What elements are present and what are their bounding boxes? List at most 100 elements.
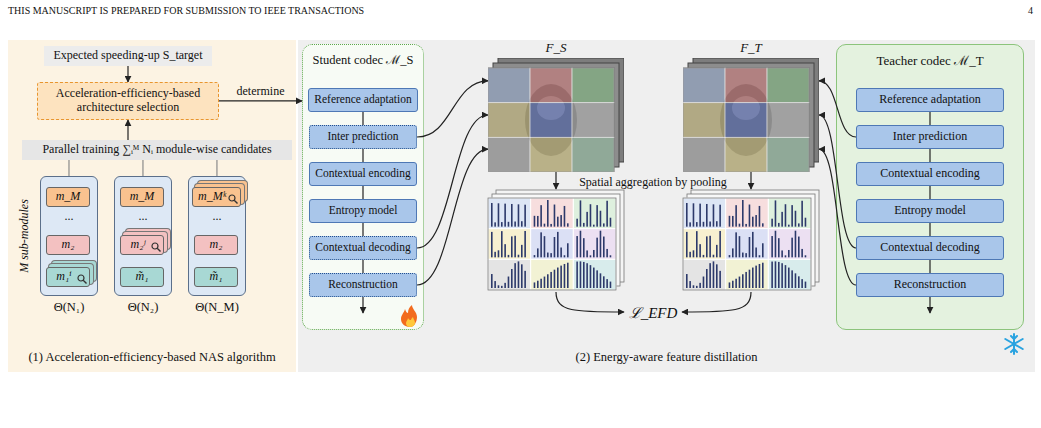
magnifier-icon: [228, 194, 238, 204]
hist-bar: [703, 255, 705, 257]
hist-bar: [713, 261, 715, 288]
hist-bar: [805, 218, 807, 227]
hist-bar: [564, 255, 566, 257]
hist-bar: [752, 268, 754, 288]
hist-bar: [504, 283, 506, 288]
hist-bar: [801, 201, 803, 227]
hist-bar: [491, 203, 493, 227]
hist-cell: [726, 198, 769, 229]
magnifier-lens: [78, 275, 84, 281]
hist-bar: [696, 286, 698, 288]
hist-cell: [488, 229, 531, 260]
node-text: (2) Energy-aware feature distillation: [576, 350, 758, 365]
hist-bar: [755, 247, 757, 257]
hist-bar: [547, 200, 549, 227]
loss-arrow: [682, 292, 751, 312]
hist-bar: [732, 248, 734, 257]
flame-outer: [401, 305, 417, 327]
node-text: (1) Acceleration-efficiency-based NAS al…: [28, 350, 275, 365]
node-text: m_M: [56, 190, 81, 204]
text-label: Spatial aggregation by pooling: [577, 175, 729, 189]
connector: [68, 160, 69, 176]
hist-bar: [606, 279, 608, 288]
connector: [819, 81, 856, 137]
label-box: THIS MANUSCRIPT IS PREPARED FOR SUBMISSI…: [8, 5, 364, 16]
hist-bar: [795, 211, 797, 227]
hist-bar: [713, 255, 715, 258]
hist-bar: [739, 236, 741, 257]
label-box: Spatial aggregation by pooling: [577, 175, 729, 190]
hist-bar: [564, 264, 566, 288]
module-box: Reference adaptation: [856, 88, 1004, 112]
histogram-group: [488, 190, 819, 290]
hist-bar: [603, 223, 605, 226]
hist-bar: [703, 277, 705, 288]
hist-bar: [547, 274, 549, 288]
hist-bar: [709, 222, 711, 227]
connector: [929, 112, 930, 125]
module-box: Reference adaptation: [308, 88, 418, 112]
hist-bar: [586, 263, 588, 288]
hist-bar: [781, 212, 783, 227]
hist-cell: [726, 229, 769, 260]
node-text: Teacher codec ℳ_T: [876, 51, 983, 69]
hist-bar: [735, 279, 737, 288]
node-text: Parallel training ∑ᵢᴹ Nᵢ module-wise can…: [42, 143, 271, 157]
hist-bar: [580, 261, 582, 288]
map-cell: [767, 68, 809, 103]
connector: [819, 149, 856, 285]
hist-bar: [504, 204, 506, 227]
hist-bar: [771, 262, 773, 288]
hist-bar: [729, 282, 731, 288]
magnifier-handle: [234, 200, 237, 203]
node-text: m₂ʲ: [131, 238, 146, 252]
hist-bar: [511, 236, 513, 257]
module-box: m₁ⁱ: [46, 267, 90, 287]
hist-bar: [778, 223, 780, 227]
node-text: Θ(N_M): [195, 300, 239, 315]
hist-bar: [699, 244, 701, 257]
hist-bar: [699, 283, 701, 288]
hist-bar: [716, 245, 718, 257]
hist-bar: [749, 270, 751, 288]
hist-bar: [686, 274, 688, 288]
node-text: m₂: [210, 238, 223, 252]
label-box: 4: [1028, 5, 1033, 16]
hist-bar: [521, 221, 523, 226]
node-text: F_S: [546, 40, 567, 56]
hist-bar: [791, 205, 793, 227]
hist-bar: [606, 249, 608, 257]
module-box: Inter prediction: [309, 125, 417, 149]
module-box: Reconstruction: [856, 273, 1004, 297]
hist-bar: [494, 281, 496, 288]
hist-bar: [716, 221, 718, 226]
map-cell: [683, 103, 725, 138]
hist-bar: [508, 222, 510, 227]
hist-bar: [798, 276, 800, 288]
hist-bar: [719, 271, 721, 288]
hist-bar: [706, 269, 708, 288]
hist-bar: [752, 217, 754, 227]
map-cell: [725, 68, 767, 103]
hist-bar: [494, 252, 496, 258]
hist-bar: [709, 263, 711, 288]
module-box: m̃₁: [194, 267, 238, 287]
module-box: m₂: [194, 235, 238, 255]
hist-bar: [564, 206, 566, 227]
hist-bar: [603, 276, 605, 288]
hist-bar: [518, 204, 520, 226]
map-layer: [488, 68, 614, 172]
hist-bar: [521, 245, 523, 257]
hist-bar: [778, 262, 780, 288]
hist-bar: [557, 217, 559, 227]
hist-bar: [745, 272, 747, 288]
connector: [929, 186, 930, 199]
connector: [362, 112, 363, 125]
hist-bar: [593, 225, 595, 227]
map-cell: [767, 137, 809, 172]
label-box: ...: [213, 209, 222, 224]
hist-bar: [501, 222, 503, 227]
node-text: Θ(N₁): [54, 300, 85, 315]
module-column: Θ(N₁)m_Mm₂m₁ⁱ: [40, 176, 98, 296]
hist-bar: [583, 223, 585, 227]
